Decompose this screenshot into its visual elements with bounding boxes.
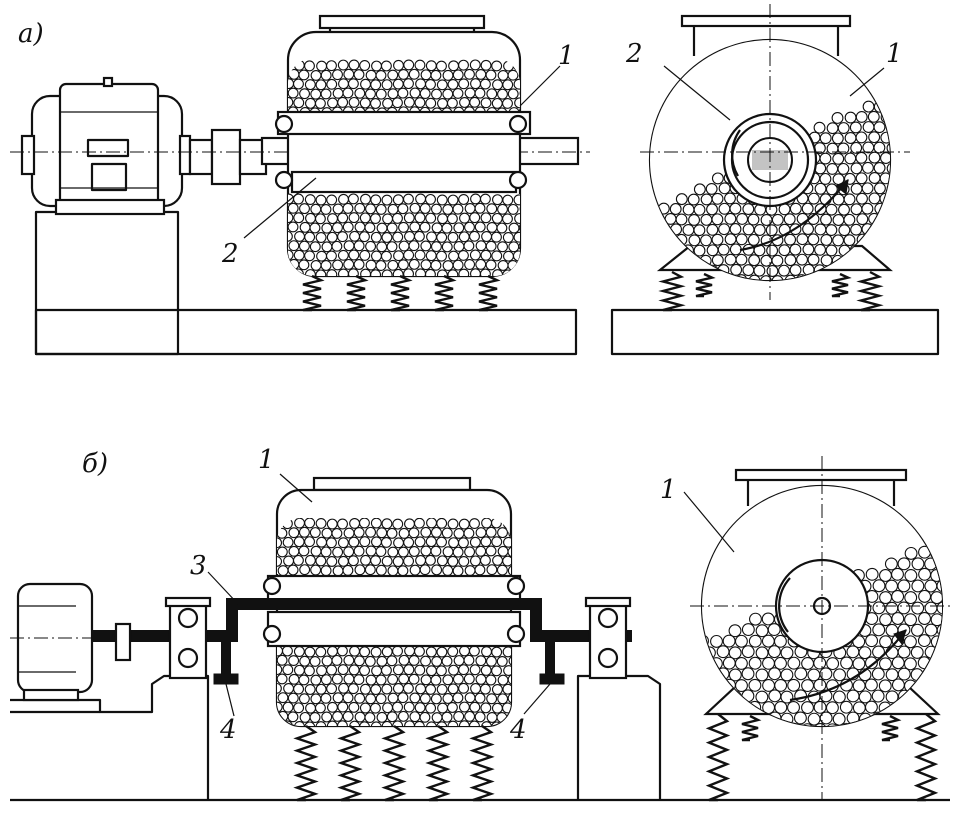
callout-b-end-drum: 1	[660, 475, 677, 505]
callout-a-shaft: 2	[221, 239, 239, 269]
panel-b: б)	[10, 445, 950, 802]
callout-b-drum: 1	[258, 445, 275, 475]
coupling	[188, 128, 268, 186]
mill-drum-side	[274, 14, 532, 278]
callout-a-end-drum: 1	[886, 39, 903, 69]
callout-b-crank: 3	[190, 551, 207, 581]
panel-b-label: б)	[82, 449, 108, 479]
support-springs-a	[302, 274, 501, 312]
callout-b-counterweight-right: 4	[509, 715, 527, 745]
panel-a: а)	[10, 4, 940, 356]
panel-a-label: а)	[18, 19, 44, 49]
callout-a-end-shaft: 2	[625, 39, 643, 69]
base-plate	[34, 308, 578, 356]
right-support	[576, 674, 662, 800]
bearing-left	[164, 596, 212, 680]
mill-drum-end-a	[610, 4, 940, 356]
support-springs-b	[293, 725, 495, 802]
mill-drum-end-b	[690, 456, 950, 802]
callout-b-counterweight-left: 4	[219, 715, 237, 745]
bearing-right	[584, 596, 632, 680]
callout-a-drum: 1	[558, 41, 575, 71]
electric-motor	[20, 76, 192, 216]
coupling-b	[114, 622, 132, 662]
motor-pedestal	[34, 210, 180, 356]
electric-motor-b	[10, 582, 100, 702]
